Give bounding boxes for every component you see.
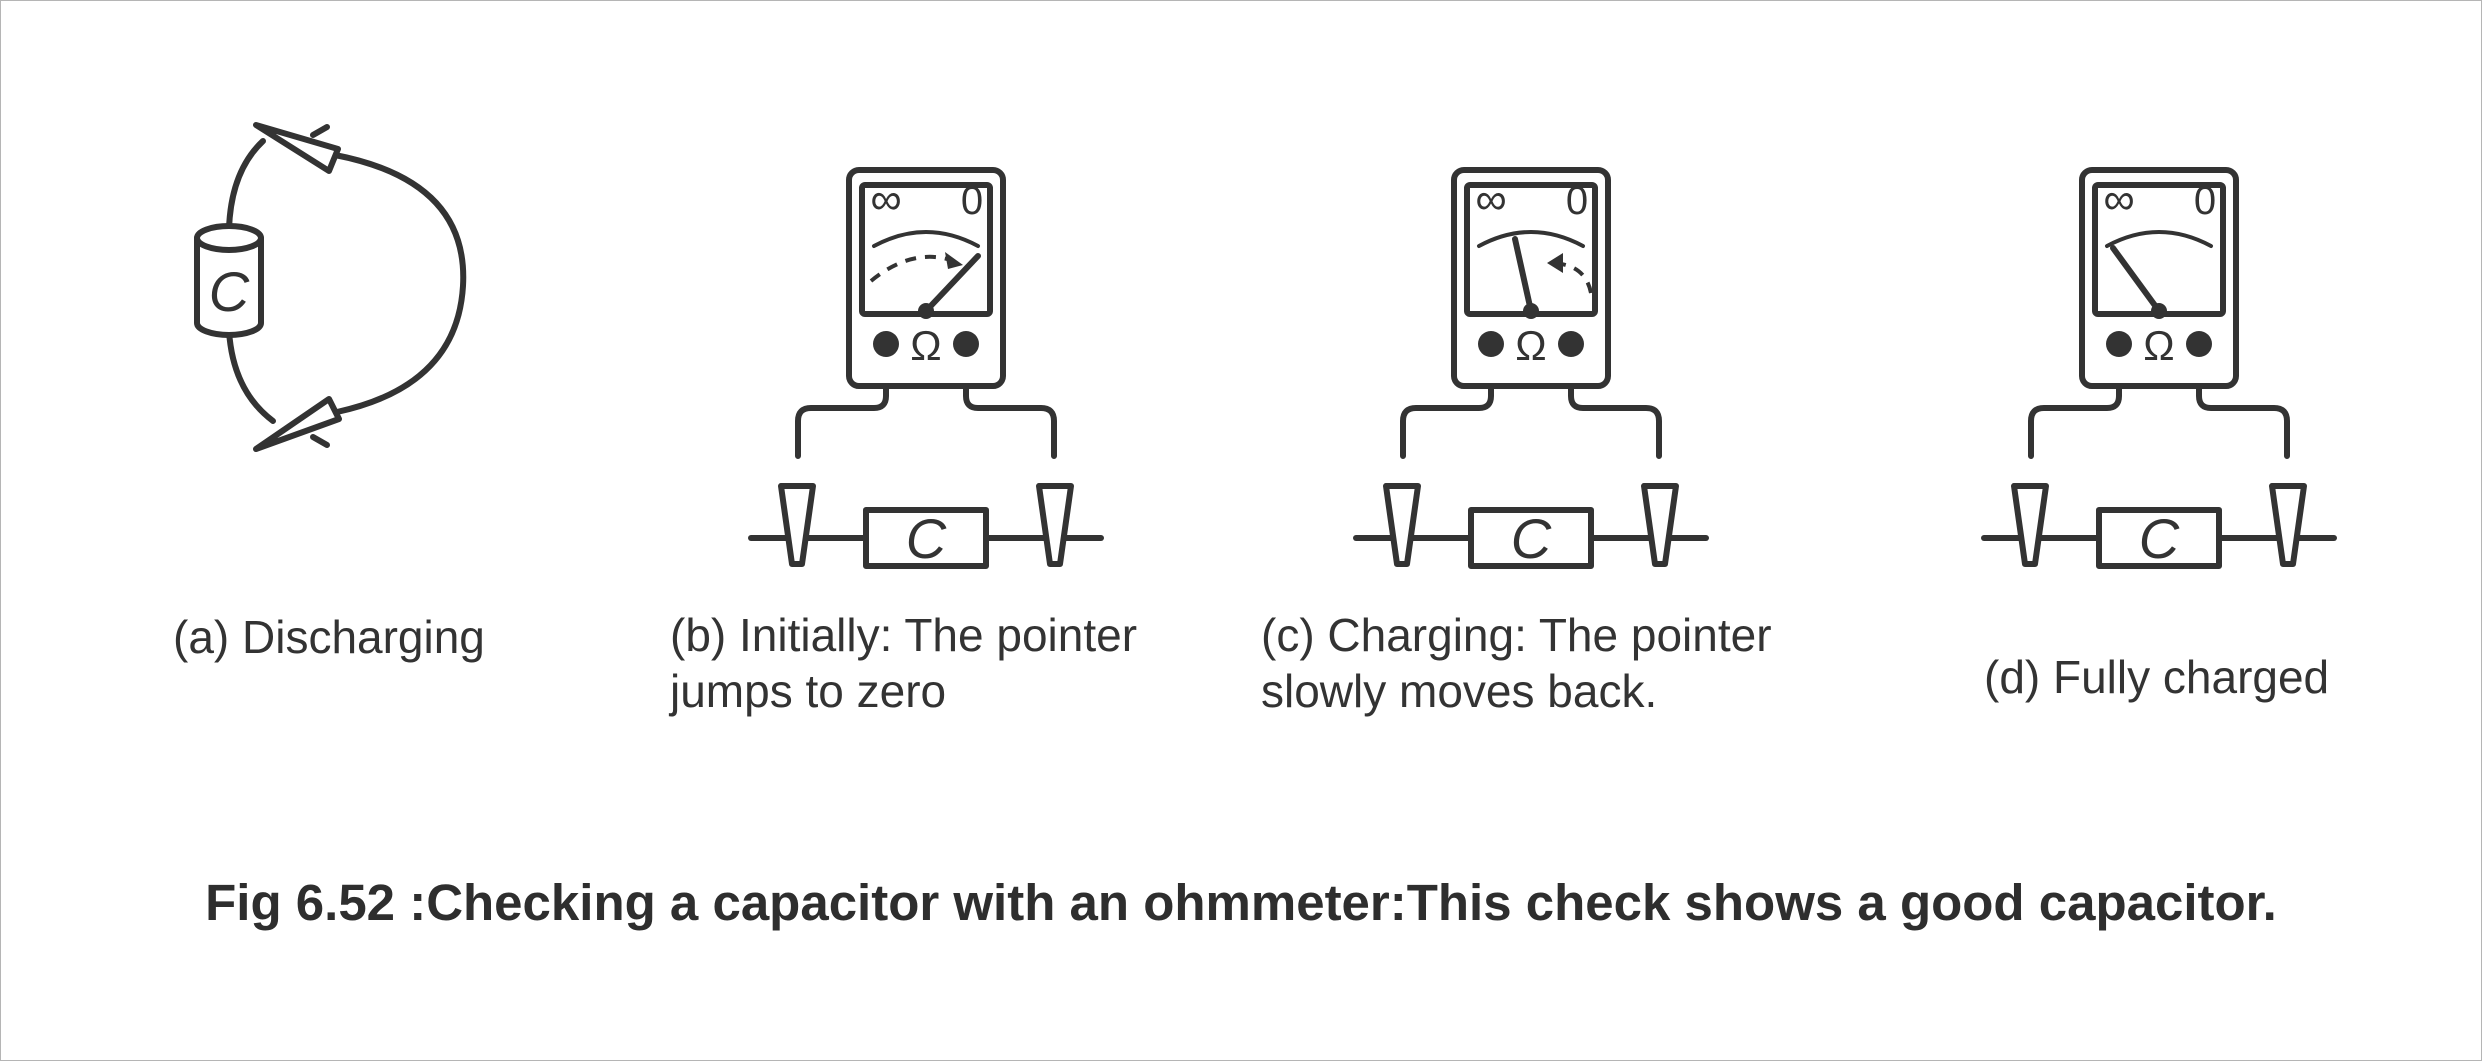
caption-line: slowly moves back. xyxy=(1261,665,1658,717)
panel-d-fully-charged: ∞ 0 Ω C xyxy=(1984,170,2334,570)
swing-arrow-path xyxy=(869,254,952,283)
capacitor-label: C xyxy=(209,260,250,323)
caption-line: jumps to zero xyxy=(670,665,947,717)
scale-zero-label: 0 xyxy=(2194,179,2216,223)
scale-zero-label: 0 xyxy=(961,179,983,223)
panel-c-caption: (c) Charging: The pointer slowly moves b… xyxy=(1261,607,1772,719)
caption-line: (c) Charging: The pointer xyxy=(1261,609,1772,661)
caption-line: (b) Initially: The pointer xyxy=(670,609,1138,661)
return-arrowhead xyxy=(1547,253,1563,273)
meter-pointer xyxy=(1512,236,1534,314)
scale-zero-label: 0 xyxy=(1566,179,1588,223)
capacitor-label: C xyxy=(1511,507,1552,570)
panel-b-initially: ∞ 0 Ω C xyxy=(751,170,1101,570)
figure-caption: Fig 6.52 :Checking a capacitor with an o… xyxy=(205,874,2277,931)
return-arrow-path xyxy=(1560,262,1593,294)
panel-a-discharging: C xyxy=(194,122,467,452)
meter-pointer xyxy=(923,253,981,314)
panel-b-caption: (b) Initially: The pointer jumps to zero xyxy=(670,607,1137,719)
scale-infinity-label: ∞ xyxy=(870,175,901,224)
clip-top xyxy=(253,122,341,174)
clip-bottom xyxy=(253,396,342,452)
panel-a-caption: (a) Discharging xyxy=(173,611,485,663)
ohm-symbol: Ω xyxy=(2143,322,2174,369)
panel-c-charging: ∞ 0 Ω C xyxy=(1356,170,1706,570)
meter-pointer xyxy=(2110,245,2162,314)
ohm-symbol: Ω xyxy=(1515,322,1546,369)
capacitor-cylinder: C xyxy=(194,223,264,338)
ohm-symbol: Ω xyxy=(910,322,941,369)
scale-infinity-label: ∞ xyxy=(1475,175,1506,224)
capacitor-label: C xyxy=(2139,507,2180,570)
scale-infinity-label: ∞ xyxy=(2103,175,2134,224)
panel-d-caption: (d) Fully charged xyxy=(1984,651,2330,703)
swing-arrowhead xyxy=(945,252,963,269)
capacitor-label: C xyxy=(906,507,947,570)
